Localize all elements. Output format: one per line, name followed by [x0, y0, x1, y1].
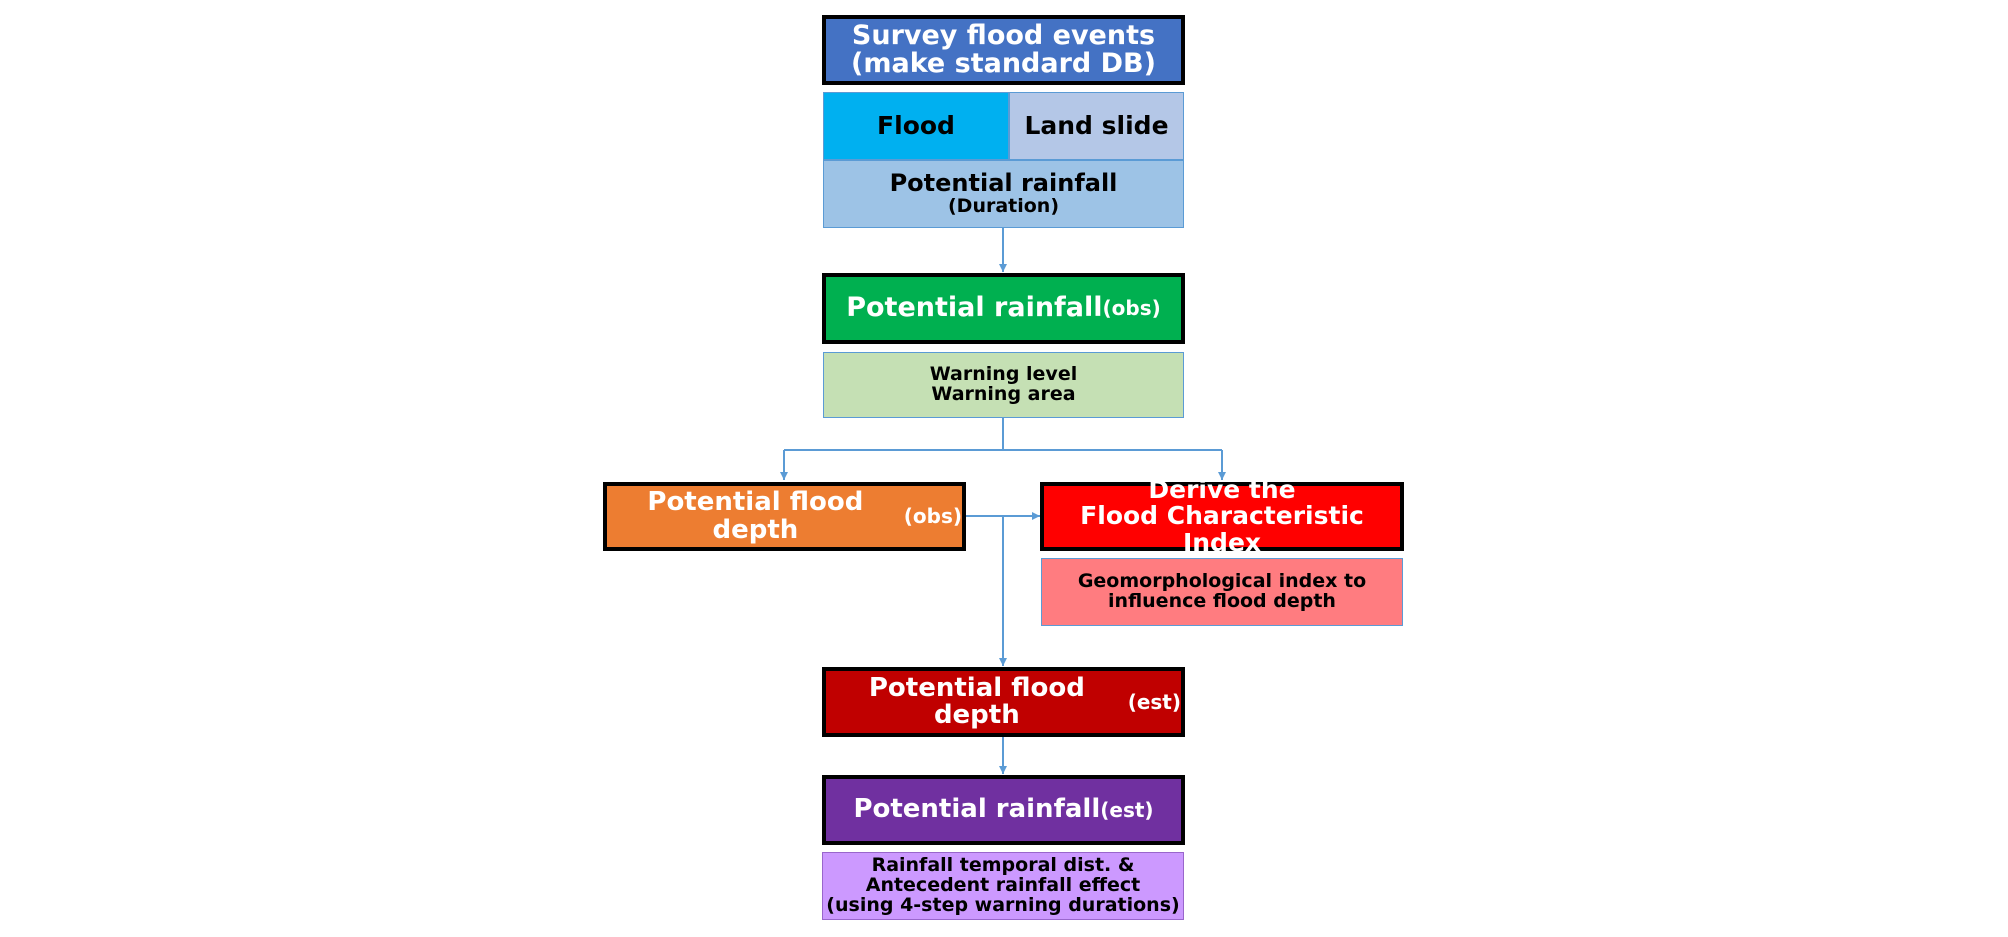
potential-rainfall-obs-suffix: (obs) — [1102, 296, 1161, 320]
rainfall-temporal-line2: Antecedent rainfall effect — [865, 874, 1141, 897]
potential-rainfall-duration-node: Potential rainfall (Duration) — [823, 160, 1184, 228]
potential-rainfall-duration-line1: Potential rainfall — [889, 169, 1118, 198]
warning-line2: Warning area — [931, 383, 1076, 405]
potential-rainfall-est-main: Potential rainfall — [853, 794, 1101, 825]
landslide-node: Land slide — [1009, 92, 1184, 160]
geomorph-node: Geomorphological index to influence floo… — [1041, 558, 1403, 626]
derive-index-line1: Derive the — [1148, 475, 1296, 505]
rainfall-temporal-line3: (using 4-step warning durations) — [826, 893, 1180, 916]
survey-line1: Survey flood events — [851, 19, 1156, 51]
flood-label: Flood — [877, 110, 955, 140]
flood-depth-obs-main: Potential flood depth — [647, 487, 864, 545]
rainfall-temporal-line1: Rainfall temporal dist. & — [871, 854, 1135, 877]
potential-rainfall-obs-main: Potential rainfall — [846, 292, 1103, 324]
geomorph-line1: Geomorphological index to — [1077, 570, 1367, 593]
potential-rainfall-obs-node: Potential rainfall(obs) — [822, 273, 1185, 344]
derive-index-node: Derive the Flood Characteristic Index — [1040, 476, 1404, 555]
flood-depth-est-node: Potential flood depth (est) — [822, 667, 1185, 737]
flood-depth-obs-node: Potential flood depth (obs) — [603, 482, 966, 551]
warning-node: Warning level Warning area — [823, 352, 1184, 418]
flood-depth-obs-suffix: (obs) — [903, 504, 962, 528]
flood-node: Flood — [823, 92, 1009, 160]
derive-index-line2: Flood Characteristic Index — [1080, 501, 1364, 557]
landslide-label: Land slide — [1024, 110, 1169, 140]
flood-depth-est-suffix: (est) — [1127, 689, 1181, 714]
potential-rainfall-est-suffix: (est) — [1100, 797, 1154, 822]
survey-line2: (make standard DB) — [851, 48, 1156, 79]
survey-flood-events-node: Survey flood events (make standard DB) — [822, 15, 1185, 85]
flood-depth-est-main: Potential flood depth — [868, 672, 1085, 730]
potential-rainfall-duration-line2: (Duration) — [947, 194, 1060, 217]
potential-rainfall-est-node: Potential rainfall(est) — [822, 775, 1185, 845]
warning-line1: Warning level — [929, 363, 1078, 386]
rainfall-temporal-node: Rainfall temporal dist. & Antecedent rai… — [822, 852, 1184, 920]
geomorph-line2: influence flood depth — [1108, 590, 1336, 612]
